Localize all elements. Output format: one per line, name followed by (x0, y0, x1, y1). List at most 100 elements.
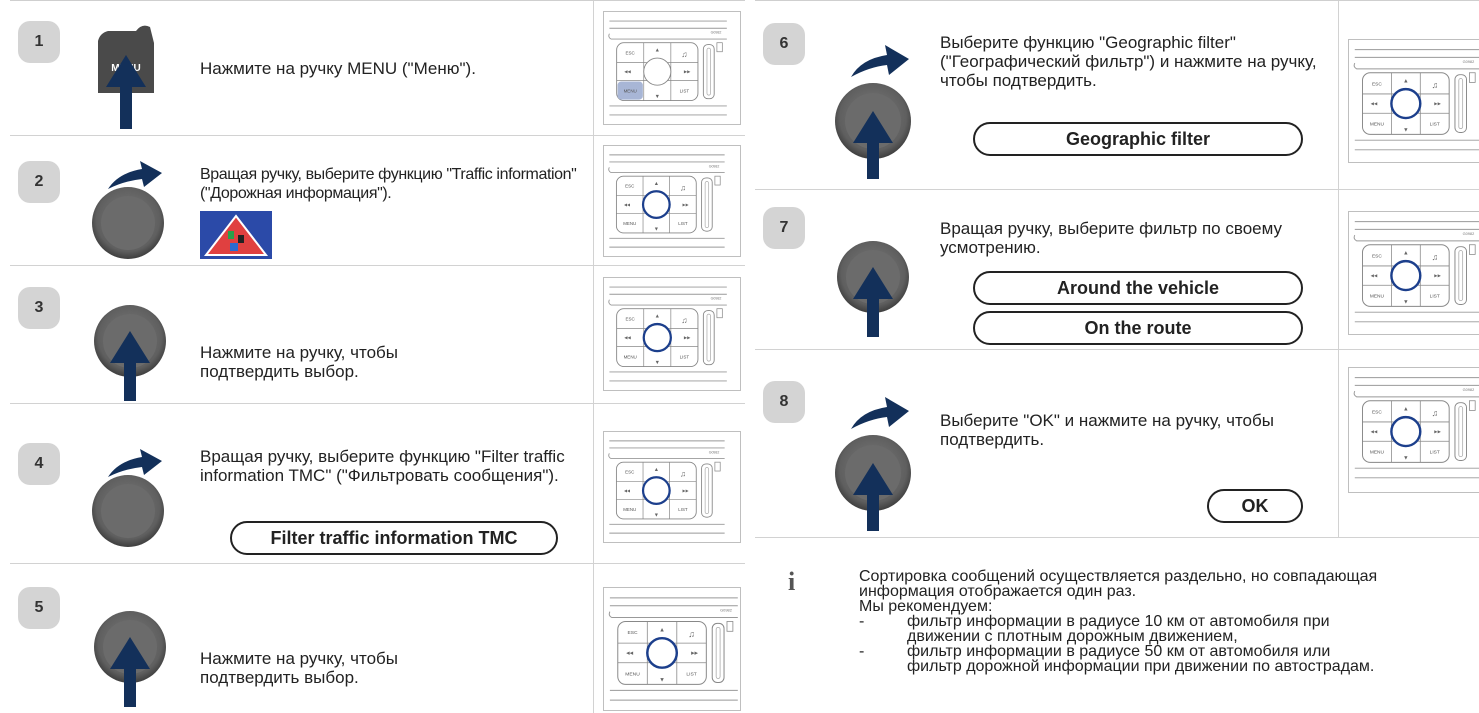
svg-text:◂◂: ◂◂ (1371, 429, 1378, 436)
svg-text:MENU: MENU (624, 88, 637, 93)
svg-text:♫: ♫ (1431, 252, 1438, 262)
info-bullet: -фильтр информации в радиусе 50 км от ав… (859, 643, 1375, 675)
svg-text:▼: ▼ (654, 512, 659, 518)
control-panel-image: G0982 ESC MENU LIST ▲ ▼ ◂◂ ▸▸ ♫ (1348, 39, 1479, 163)
svg-text:▸▸: ▸▸ (1434, 429, 1441, 436)
step-number: 4 (18, 443, 60, 485)
step-5-text: Нажмите на ручку, чтобы подтвердить выбо… (200, 649, 398, 687)
press-knob-icon (94, 305, 166, 401)
step-number: 6 (763, 23, 805, 65)
left-column: 1 MENU Нажмите на ручку MENU ("Меню"). G… (10, 0, 745, 713)
svg-text:ESC: ESC (625, 184, 635, 189)
right-column: 6 Выберите функцию "Geographic filter" (… (755, 0, 1479, 713)
step-6-text: Выберите функцию "Geographic filter" ("Г… (940, 33, 1317, 90)
svg-text:▸▸: ▸▸ (683, 487, 689, 494)
step-4-text: Вращая ручку, выберите функцию "Filter t… (200, 447, 565, 485)
info-note: Сортировка сообщений осуществляется разд… (859, 568, 1379, 675)
svg-text:G0982: G0982 (709, 450, 720, 454)
svg-text:♫: ♫ (681, 316, 687, 325)
svg-text:MENU: MENU (623, 221, 636, 226)
rotate-knob-icon (92, 449, 164, 547)
svg-text:▲: ▲ (1403, 406, 1409, 412)
press-knob-icon (837, 241, 909, 337)
svg-text:MENU: MENU (1370, 122, 1385, 128)
control-panel-image: G0982 ESC MENU LIST ▲ ▼ ◂◂ ▸▸ ♫ (1348, 367, 1479, 493)
svg-text:▲: ▲ (659, 627, 665, 633)
control-panel-image: G0982 ESC MENU LIST ▲ ▼ ◂◂ ▸▸ ♫ (1348, 211, 1479, 335)
svg-text:◂◂: ◂◂ (624, 334, 630, 341)
svg-text:◂◂: ◂◂ (624, 201, 630, 208)
svg-text:G0982: G0982 (711, 31, 722, 35)
svg-text:G0982: G0982 (1463, 388, 1475, 392)
svg-text:▸▸: ▸▸ (1434, 101, 1441, 108)
column-divider (1338, 1, 1339, 537)
svg-text:▼: ▼ (654, 226, 659, 232)
svg-text:MENU: MENU (1370, 294, 1385, 300)
svg-text:ESC: ESC (1372, 81, 1382, 87)
info-bullet-text: фильтр информации в радиусе 10 км от авт… (907, 613, 1330, 645)
svg-text:♫: ♫ (1431, 408, 1438, 418)
svg-text:▸▸: ▸▸ (684, 334, 690, 341)
step-number: 1 (18, 21, 60, 63)
info-bullet-text: фильтр информации в радиусе 50 км от авт… (907, 643, 1375, 675)
svg-text:MENU: MENU (625, 672, 640, 678)
step-2: 2 Вращая ручку, выберите функцию "Traffi… (10, 135, 745, 266)
svg-text:▼: ▼ (655, 94, 660, 100)
svg-text:▼: ▼ (1403, 300, 1409, 306)
svg-text:ESC: ESC (626, 50, 636, 55)
svg-text:ESC: ESC (1372, 253, 1382, 259)
around-the-vehicle-option: Around the vehicle (973, 271, 1303, 305)
step-6: 6 Выберите функцию "Geographic filter" (… (755, 1, 1479, 190)
svg-text:♫: ♫ (1431, 80, 1438, 90)
step-1: 1 MENU Нажмите на ручку MENU ("Меню"). G… (10, 1, 745, 136)
step-number: 7 (763, 207, 805, 249)
info-line-1: Сортировка сообщений осуществляется разд… (859, 568, 1378, 600)
svg-text:▲: ▲ (655, 48, 660, 54)
svg-text:ESC: ESC (626, 316, 636, 321)
svg-text:▼: ▼ (655, 360, 660, 366)
menu-button-icon: MENU (98, 25, 154, 129)
svg-text:ESC: ESC (625, 470, 635, 475)
ok-option: OK (1207, 489, 1303, 523)
step-5: 5 Нажмите на ручку, чтобы подтвердить вы… (10, 563, 745, 713)
svg-text:LIST: LIST (686, 672, 696, 678)
step-2-text: Вращая ручку, выберите функцию "Traffic … (200, 166, 577, 202)
svg-text:MENU: MENU (1370, 450, 1385, 456)
svg-text:▸▸: ▸▸ (683, 201, 689, 208)
step-number: 5 (18, 587, 60, 629)
step-8: 8 Выберите "OK" и нажмите на ручку, чтоб… (755, 349, 1479, 538)
svg-text:▼: ▼ (1403, 456, 1409, 462)
press-knob-icon (94, 611, 166, 707)
svg-text:LIST: LIST (680, 88, 690, 93)
svg-text:G0982: G0982 (711, 297, 722, 301)
svg-text:◂◂: ◂◂ (1371, 273, 1378, 280)
svg-text:LIST: LIST (1430, 294, 1440, 300)
svg-text:◂◂: ◂◂ (624, 487, 630, 494)
step-number: 2 (18, 161, 60, 203)
svg-text:LIST: LIST (1430, 122, 1440, 128)
svg-text:▸▸: ▸▸ (691, 650, 698, 657)
svg-text:G0982: G0982 (1463, 232, 1475, 236)
control-panel-image: G0982 ESC MENU LIST ▲ ▼ ◂◂ ▸▸ ♫ (603, 277, 741, 391)
rotate-knob-icon (92, 161, 164, 259)
svg-text:♫: ♫ (680, 469, 686, 478)
svg-text:ESC: ESC (1372, 409, 1382, 415)
svg-text:MENU: MENU (624, 354, 637, 359)
on-the-route-option: On the route (973, 311, 1303, 345)
control-panel-image: G0982 ESC MENU LIST ▲ ▼ ◂◂ ▸▸ ♫ (603, 431, 741, 543)
svg-text:G0982: G0982 (709, 164, 720, 168)
svg-text:▲: ▲ (654, 181, 659, 187)
traffic-information-icon (200, 211, 272, 259)
step-4: 4 Вращая ручку, выберите функцию "Filter… (10, 403, 745, 564)
svg-text:G0982: G0982 (1463, 60, 1475, 64)
step-number: 3 (18, 287, 60, 329)
step-number: 8 (763, 381, 805, 423)
svg-text:ESC: ESC (627, 630, 638, 636)
step-3: 3 Нажмите на ручку, чтобы подтвердить вы… (10, 265, 745, 404)
svg-text:MENU: MENU (623, 507, 636, 512)
step-7: 7 Вращая ручку, выберите фильтр по своем… (755, 189, 1479, 350)
info-icon: i (788, 567, 796, 596)
info-bullet: -фильтр информации в радиусе 10 км от ав… (859, 613, 1330, 645)
step-8-text: Выберите "OK" и нажмите на ручку, чтобы … (940, 411, 1274, 449)
svg-text:▲: ▲ (655, 314, 660, 320)
